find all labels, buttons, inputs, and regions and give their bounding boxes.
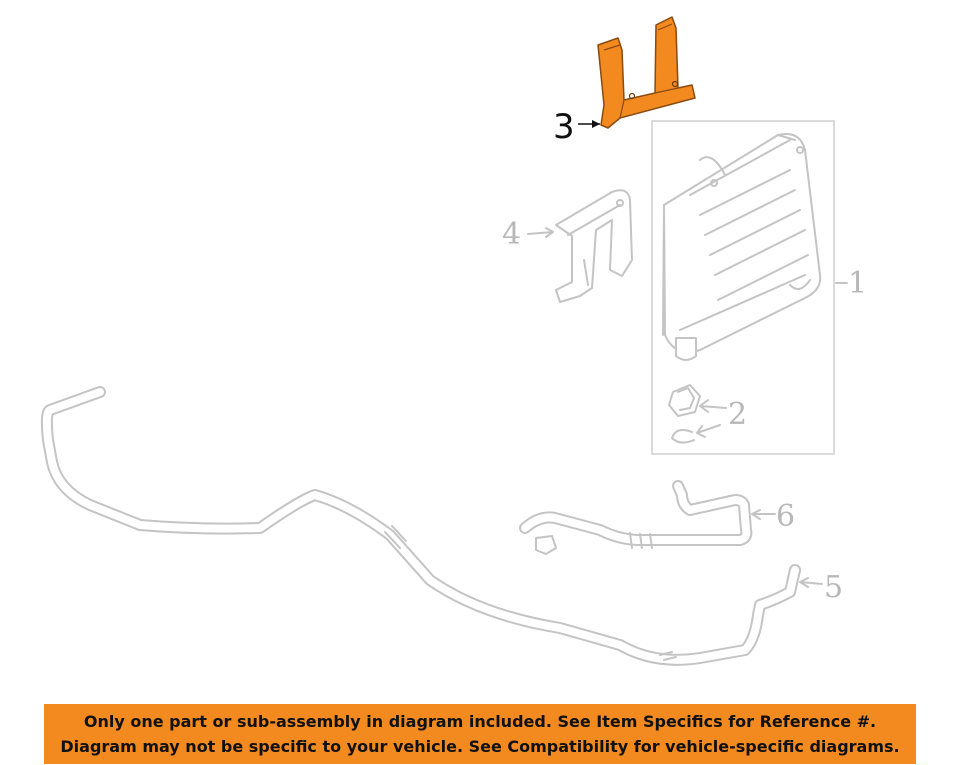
- callout-4: 4: [502, 217, 521, 252]
- assembly-box: [651, 120, 835, 455]
- callout-6: 6: [776, 499, 795, 534]
- disclaimer-line-1: Only one part or sub-assembly in diagram…: [83, 712, 877, 731]
- disclaimer-line-2: Diagram may not be specific to your vehi…: [60, 737, 900, 756]
- part-3-bracket: [597, 16, 696, 129]
- part-4-bracket: [555, 189, 633, 303]
- leader-lines: [527, 120, 848, 588]
- part-6-cooler-line: [519, 480, 753, 555]
- part-2-fitting: [668, 384, 701, 444]
- callout-2: 2: [728, 397, 747, 432]
- callout-3: 3: [553, 107, 575, 147]
- part-1-oil-cooler: [662, 133, 822, 361]
- part-5-cooler-line: [40, 386, 801, 666]
- callout-1: 1: [848, 266, 867, 301]
- disclaimer-banner: Only one part or sub-assembly in diagram…: [44, 704, 916, 764]
- callout-5: 5: [824, 570, 843, 605]
